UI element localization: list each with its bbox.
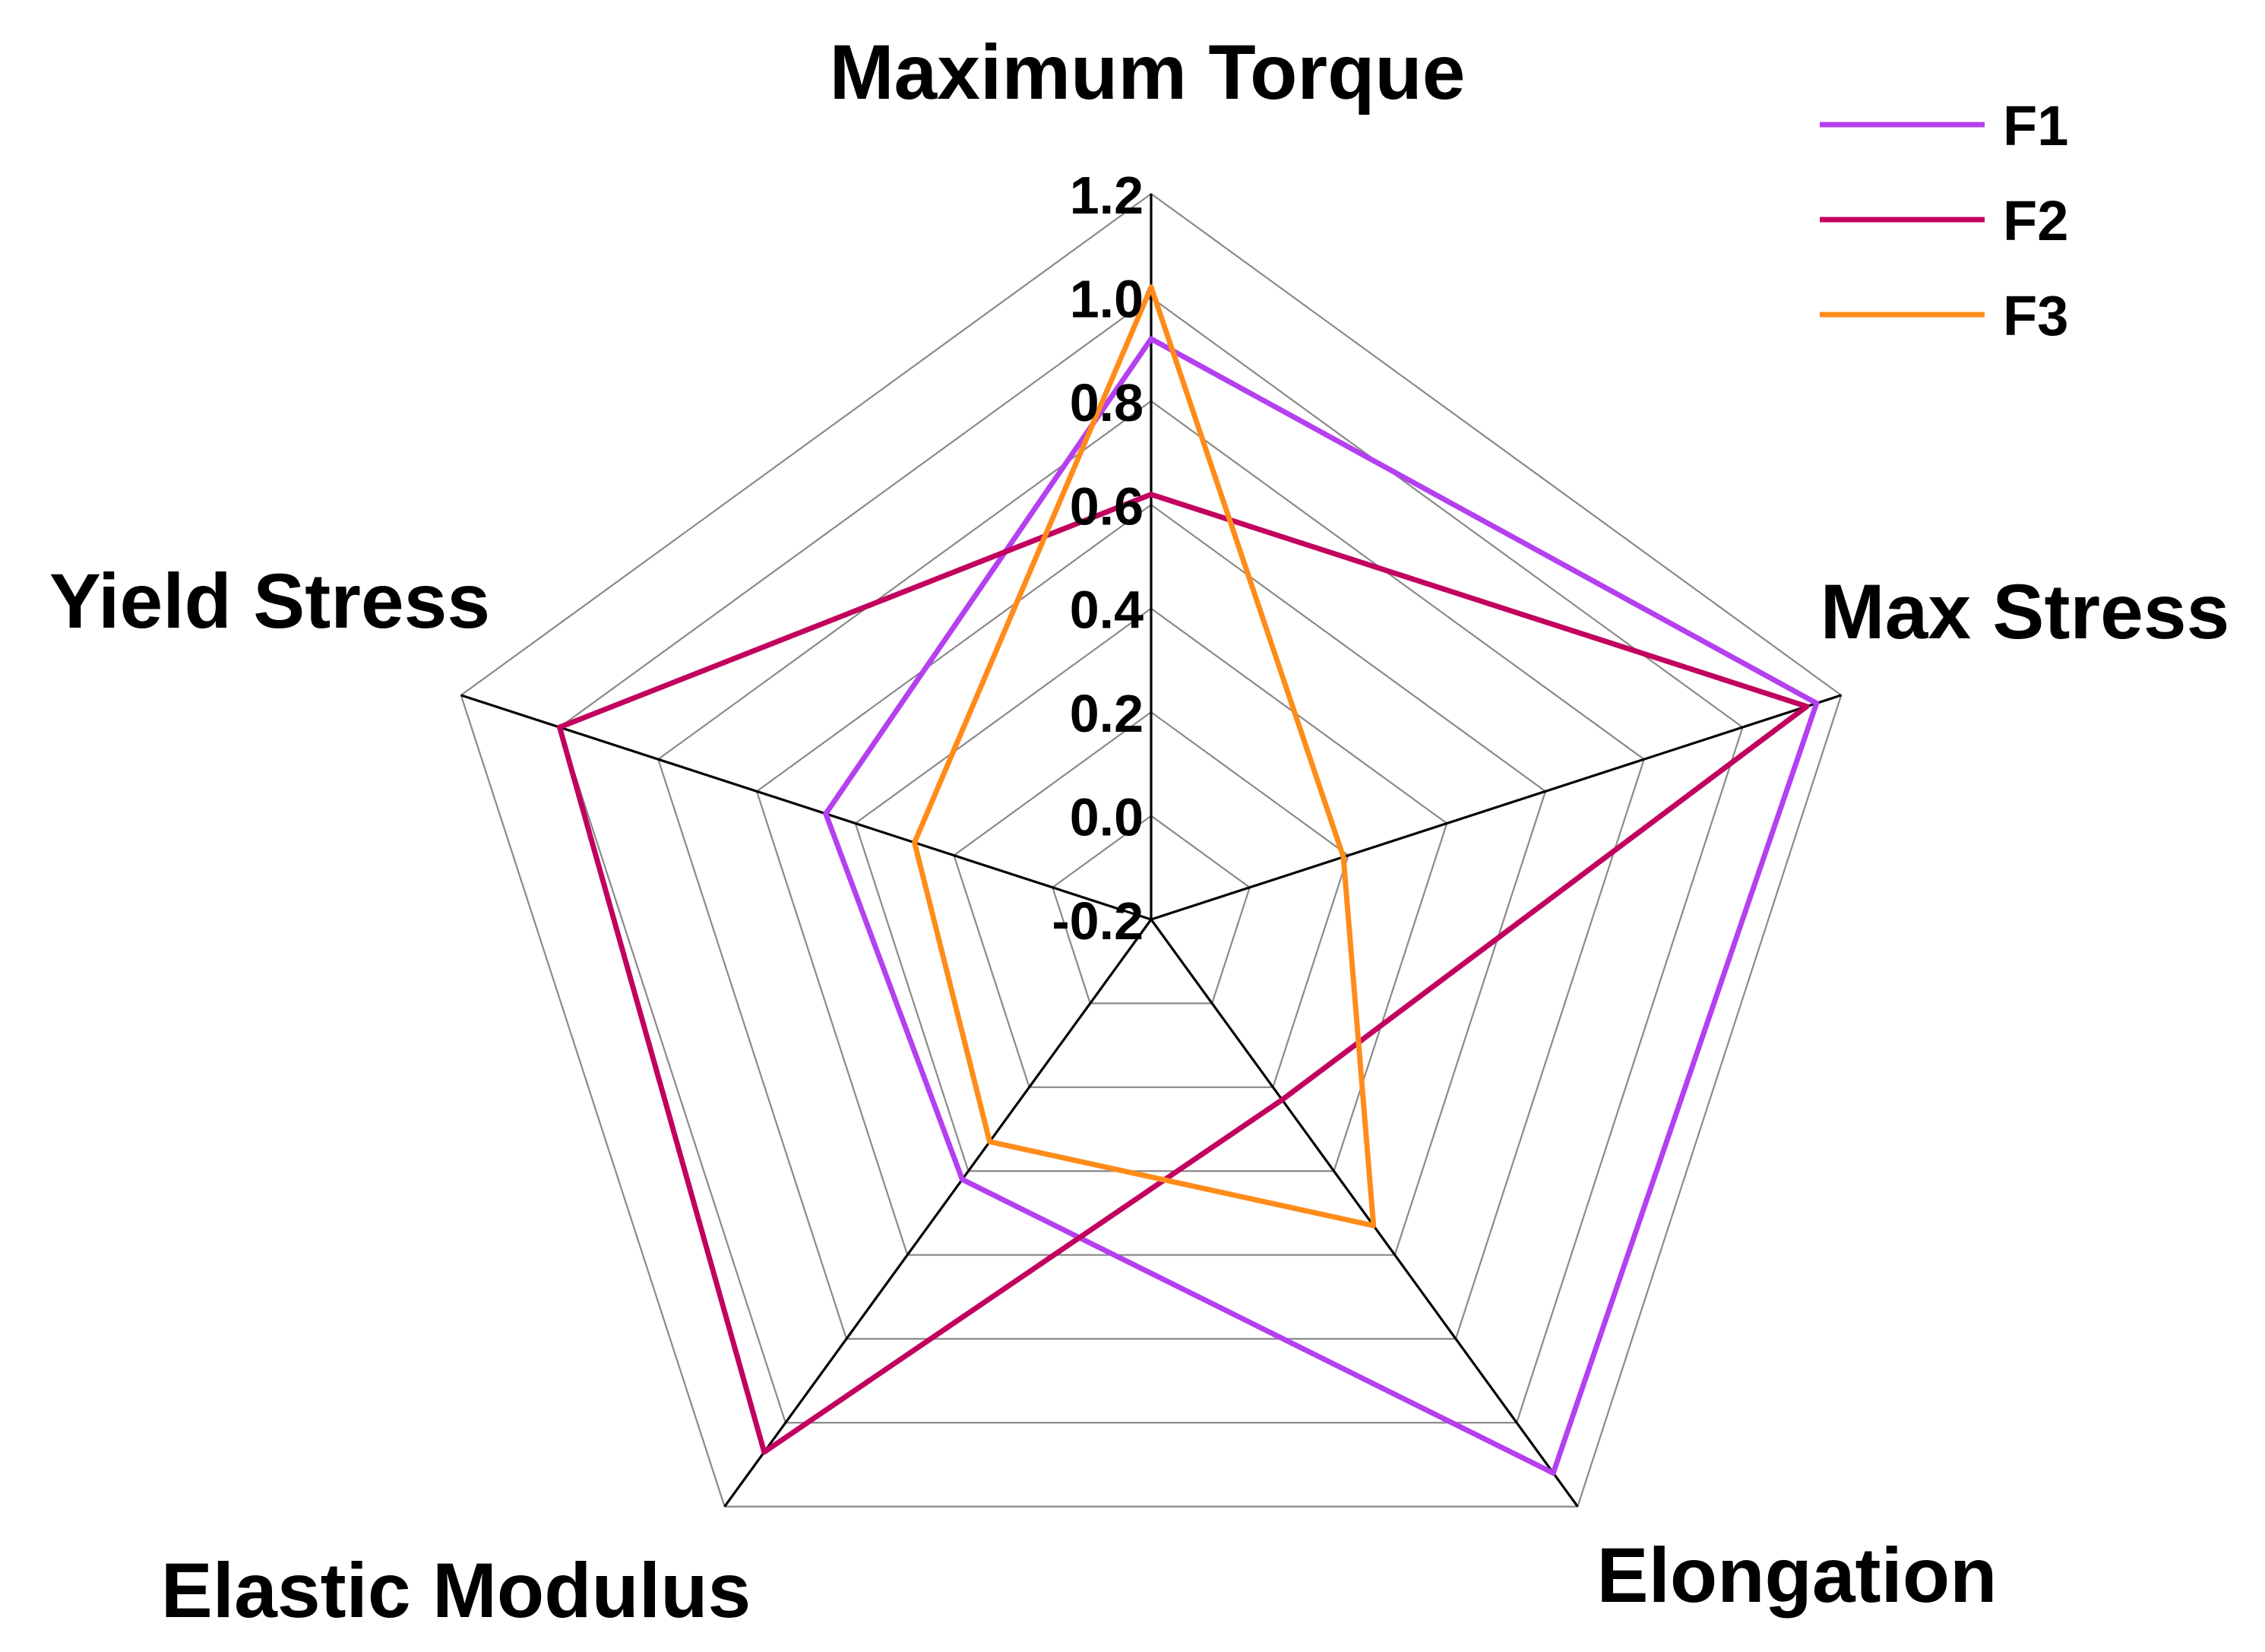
tick-label-layer: -0.2 0.0 0.2 0.4 0.6 0.8 1.0 1.2 (1052, 166, 1144, 951)
legend-label-f3: F3 (2003, 284, 2068, 347)
tick-label: -0.2 (1052, 891, 1144, 951)
axis-layer (460, 194, 1842, 1508)
tick-label: 0.4 (1070, 581, 1144, 640)
legend-label-f2: F2 (2003, 189, 2068, 252)
series-layer (556, 284, 1820, 1476)
axis-title-elongation: Elongation (1597, 1532, 1998, 1619)
series-line-f3 (912, 284, 1377, 1229)
grid-ring (460, 192, 1843, 1508)
tick-label: 0.6 (1070, 476, 1144, 536)
axis-title-yield-stress: Yield Stress (49, 558, 490, 644)
axis-spoke-max-stress (1150, 694, 1842, 921)
axis-title-max-stress: Max Stress (1821, 568, 2230, 655)
axis-title-elastic-modulus: Elastic Modulus (161, 1547, 751, 1634)
series-line-f2 (556, 492, 1810, 1455)
tick-label: 1.2 (1070, 166, 1144, 225)
grid-ring (953, 710, 1349, 1088)
tick-label: 1.0 (1070, 269, 1144, 328)
grid-ring (656, 400, 1646, 1340)
axis-title-maximum-torque: Maximum Torque (830, 29, 1466, 116)
grid-ring (1051, 815, 1251, 1005)
tick-label: 0.0 (1070, 788, 1144, 847)
tick-label: 0.8 (1070, 373, 1144, 432)
axis-spoke-elongation (1150, 919, 1579, 1508)
legend-label-f1: F1 (2003, 94, 2068, 157)
tick-label: 0.2 (1070, 684, 1144, 743)
axis-spoke-yield-stress (460, 694, 1152, 921)
series-line-f1 (823, 336, 1820, 1476)
grid-ring (854, 607, 1448, 1173)
axis-spoke-elastic-modulus (723, 919, 1153, 1508)
grid-ring (755, 503, 1547, 1256)
